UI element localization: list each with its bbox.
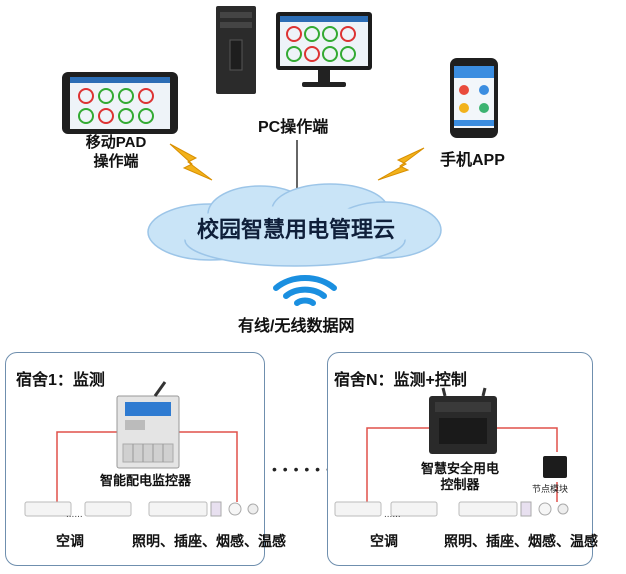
dorm1-ac-label: 空调 bbox=[56, 533, 84, 549]
dorm1-device-label: 智能配电监控器 bbox=[100, 473, 192, 488]
pad-label-line2: 操作端 bbox=[93, 153, 139, 170]
dormN-ac-dots: ...... bbox=[384, 509, 401, 520]
dormN-wiring bbox=[334, 387, 569, 517]
lightning-icon bbox=[377, 147, 425, 181]
cloud-label: 校园智慧用电管理云 bbox=[196, 217, 395, 242]
dorm1-wiring bbox=[24, 381, 259, 517]
dormN-ac-label: 空调 bbox=[370, 533, 398, 549]
tablet-icon bbox=[62, 72, 178, 134]
network-label: 有线/无线数据网 bbox=[238, 318, 355, 335]
smartphone-icon bbox=[450, 58, 498, 138]
dorm1-loads-label: 照明、插座、烟感、温感 bbox=[132, 533, 286, 549]
pc-computer-icon bbox=[216, 6, 372, 94]
pad-label-line1: 移动PAD bbox=[85, 134, 147, 151]
dormN-device-label: 智慧安全用电 控制器 bbox=[410, 461, 510, 493]
pad-terminal bbox=[60, 70, 180, 136]
pc-label: PC操作端 bbox=[258, 119, 329, 136]
lightning-icon bbox=[169, 143, 213, 181]
dorm-link-dots: • • • • • • bbox=[272, 461, 332, 477]
phone-terminal bbox=[448, 56, 500, 140]
dormN-device-label-line2: 控制器 bbox=[440, 477, 480, 492]
dormN-device-label-line1: 智慧安全用电 bbox=[420, 461, 499, 476]
dormN-title: 宿舍N：监测+控制 bbox=[334, 372, 467, 389]
dorm1-ac-dots: ...... bbox=[66, 509, 83, 520]
wifi-icon bbox=[273, 275, 337, 306]
pad-label: 移动PAD 操作端 bbox=[76, 133, 156, 171]
phone-label: 手机APP bbox=[440, 152, 505, 169]
dorm1-title: 宿舍1：监测 bbox=[16, 372, 105, 389]
dormN-node-label: 节点模块 bbox=[532, 484, 569, 494]
dormN-loads-label: 照明、插座、烟感、温感 bbox=[444, 533, 598, 549]
pc-terminal bbox=[210, 0, 380, 100]
cloud-shape bbox=[147, 183, 442, 267]
